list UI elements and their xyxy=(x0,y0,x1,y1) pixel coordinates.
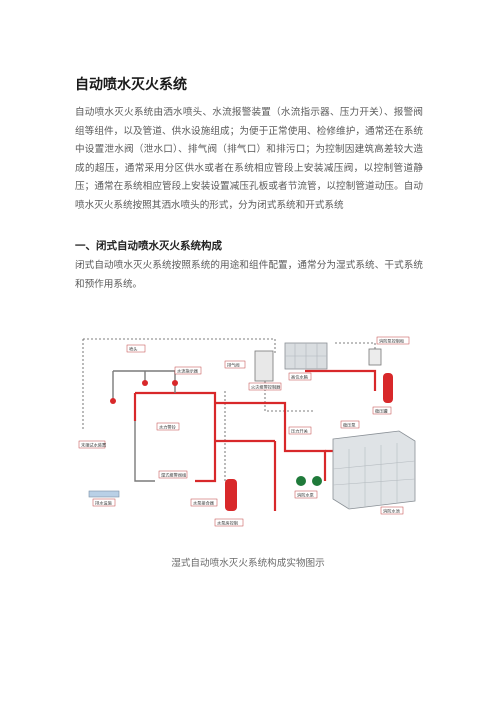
label-pressure-switch: 压力开关 xyxy=(291,428,308,435)
label-pump-panel: 消防泵控制柜 xyxy=(379,338,404,345)
pump-icon-2 xyxy=(312,476,322,486)
pump-icon xyxy=(296,476,306,486)
label-tank-top: 高位水箱 xyxy=(291,374,308,381)
figure-caption: 湿式自动喷水灭火系统构成实物图示 xyxy=(171,558,325,569)
drain-icon xyxy=(88,490,120,498)
label-pump: 消防水泵 xyxy=(297,492,314,499)
section-heading: 一、闭式自动喷水灭火系统构成 xyxy=(75,240,222,252)
label-stabilizer: 稳压泵 xyxy=(343,422,356,429)
intro-paragraph: 自动喷水灭火系统由洒水喷头、水流报警装置（水流指示器、压力开关）、报警阀组等组件… xyxy=(75,107,423,211)
section-paragraph: 闭式自动喷水灭火系统按照系统的用途和组件配置，通常分为湿式系统、干式系统和预作用… xyxy=(75,260,423,290)
label-valve-control: 水泵接合器 xyxy=(193,500,215,507)
page-title: 自动喷水灭火系统 xyxy=(75,77,187,93)
label-flow-indicator: 水流指示器 xyxy=(177,368,199,375)
elevated-tank-icon xyxy=(284,342,328,370)
sprinkler-icon-3 xyxy=(172,380,178,386)
water-tank-icon xyxy=(332,430,416,510)
label-pump-house: 水泵房控制 xyxy=(217,520,238,527)
label-sprinkler: 喷头 xyxy=(129,346,137,353)
label-pressure-tank: 稳压罐 xyxy=(375,408,388,415)
system-diagram: 喷头 水流指示器 末端试水装置 排水设施 水力警铃 湿式报警阀组 火灾报警控制器… xyxy=(78,336,416,527)
label-drain: 排水设施 xyxy=(95,500,113,507)
label-test-valve: 末端试水装置 xyxy=(81,442,106,449)
alarm-valve-icon xyxy=(225,479,237,511)
label-alarm-valve: 湿式报警阀组 xyxy=(161,472,186,479)
fire-panel-icon xyxy=(254,350,274,382)
pressure-tank-icon xyxy=(383,373,393,403)
label-fire-panel: 火灾报警控制器 xyxy=(251,384,281,391)
label-alarm-bell: 水力警铃 xyxy=(159,424,177,431)
pump-panel-icon xyxy=(368,348,382,366)
label-water-tank: 消防水池 xyxy=(383,508,401,515)
label-exhaust: 排气阀 xyxy=(227,362,240,369)
system-figure: 喷头 水流指示器 末端试水装置 排水设施 水力警铃 湿式报警阀组 火灾报警控制器… xyxy=(75,331,423,537)
sprinkler-icon xyxy=(110,398,116,404)
sprinkler-icon-2 xyxy=(142,380,148,386)
